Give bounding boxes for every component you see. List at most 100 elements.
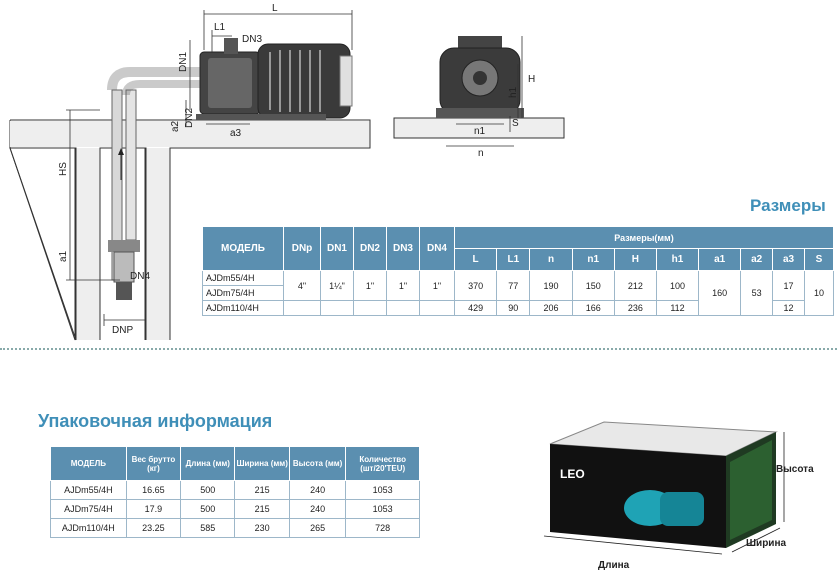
cell-a1: 160 <box>698 270 742 316</box>
cell-quantity: 1053 <box>345 499 420 519</box>
cell-width: 230 <box>234 518 290 538</box>
subheader-S: S <box>804 248 834 271</box>
cell-n1: 166 <box>571 300 615 316</box>
cell-quantity: 728 <box>345 518 420 538</box>
packing-title: Упаковочная информация <box>38 411 273 431</box>
cell-n: 190 <box>529 270 573 301</box>
subheader-a2: a2 <box>740 248 774 271</box>
cell-length: 585 <box>180 518 236 538</box>
label-DN3: DN3 <box>242 34 262 45</box>
label-H: H <box>528 74 535 85</box>
label-a1: a1 <box>58 250 69 262</box>
subheader-a1: a1 <box>698 248 742 271</box>
dimensions-title: Размеры <box>750 196 826 215</box>
cell-model: AJDm55/4H <box>50 480 127 500</box>
cell-length: 500 <box>180 499 236 519</box>
table-row: AJDm55/4H 4" 1¼" 1" 1" 1" 370 77 190 150… <box>202 270 834 316</box>
subheader-L: L <box>453 248 498 271</box>
cell-n1: 150 <box>571 270 615 301</box>
cell-dnp: 4" <box>283 270 321 301</box>
cell-height: 240 <box>288 499 347 519</box>
cell-H: 236 <box>613 300 657 316</box>
cell-S: 10 <box>804 270 834 316</box>
header-model: МОДЕЛЬ <box>50 446 127 481</box>
cell-L: 429 <box>453 300 498 316</box>
subheader-h1: h1 <box>655 248 700 271</box>
box-brand: LEO <box>560 467 585 481</box>
pump-side-view <box>196 38 353 120</box>
cell-weight: 17.9 <box>125 499 182 519</box>
header-dn1: DN1 <box>320 226 354 271</box>
cell-height: 240 <box>288 480 347 500</box>
subheader-n1: n1 <box>571 248 615 271</box>
cell-L1: 90 <box>496 300 531 316</box>
cell-width: 215 <box>234 499 290 519</box>
cell-dn2: 1" <box>353 270 387 301</box>
cell-model: AJDm55/4H <box>202 270 284 286</box>
header-length: Длина (мм) <box>180 446 236 481</box>
front-view-diagram: H h1 S n1 n <box>393 36 565 159</box>
cell-L1: 77 <box>496 270 531 301</box>
label-S: S <box>512 118 519 129</box>
header-dnp: DNp <box>283 226 321 271</box>
label-L1: L1 <box>214 22 226 33</box>
label-HS: HS <box>58 162 69 176</box>
box-height-label: Высота <box>776 464 814 475</box>
cell-a3: 17 <box>772 270 805 301</box>
table-row: AJDm55/4H 16.65 500 215 240 1053 <box>50 480 420 500</box>
cell-weight: 16.65 <box>125 480 182 500</box>
label-a2: a2 <box>170 120 181 132</box>
header-height: Высота (мм) <box>288 446 347 481</box>
cell-model: AJDm75/4H <box>50 499 127 519</box>
cell-a2: 53 <box>740 270 774 316</box>
installation-diagram: L L1 DN3 DN1 DN2 a2 a3 HS a1 DN4 DNP <box>9 3 371 341</box>
pump-front-view <box>436 36 524 118</box>
header-dn3: DN3 <box>386 226 420 271</box>
cell-weight: 23.25 <box>125 518 182 538</box>
box-illustration: LEO Высота Ширина Длина <box>543 421 814 571</box>
header-dn2: DN2 <box>353 226 387 271</box>
header-model: МОДЕЛЬ <box>202 226 284 271</box>
cell-model: AJDm110/4H <box>50 518 127 538</box>
subheader-a3: a3 <box>772 248 805 271</box>
subheader-n: n <box>529 248 573 271</box>
table-row: AJDm110/4H 23.25 585 230 265 728 <box>50 518 420 538</box>
label-a3: a3 <box>230 128 242 139</box>
label-DN4: DN4 <box>130 271 150 282</box>
cell-a3: 12 <box>772 300 805 316</box>
box-width-label: Ширина <box>746 538 786 549</box>
subheader-H: H <box>613 248 657 271</box>
dimensions-table: МОДЕЛЬ DNp DN1 DN2 DN3 DN4 Размеры(мм) L… <box>202 226 834 316</box>
label-DN2: DN2 <box>184 108 195 128</box>
cell-quantity: 1053 <box>345 480 420 500</box>
cell-h1: 100 <box>655 270 700 301</box>
label-n: n <box>478 148 484 159</box>
label-DNP: DNP <box>112 325 133 336</box>
cell-L: 370 <box>453 270 498 301</box>
cell-height: 265 <box>288 518 347 538</box>
header-gross-weight: Вес брутто (кг) <box>125 446 182 481</box>
label-L: L <box>272 3 278 14</box>
cell-dn3: 1" <box>386 270 420 301</box>
cell-H: 212 <box>613 270 657 301</box>
header-quantity: Количество (шт/20'TEU) <box>345 446 420 481</box>
section-divider <box>0 348 837 350</box>
cell-dn4: 1" <box>419 270 455 301</box>
cell-length: 500 <box>180 480 236 500</box>
label-h1: h1 <box>508 86 519 98</box>
cell-dn1: 1¼" <box>320 270 354 301</box>
packing-table: МОДЕЛЬ Вес брутто (кг) Длина (мм) Ширина… <box>50 446 420 538</box>
cell-model: AJDm110/4H <box>202 300 284 316</box>
header-width: Ширина (мм) <box>234 446 290 481</box>
table-row: AJDm75/4H 17.9 500 215 240 1053 <box>50 499 420 519</box>
cell-h1: 112 <box>655 300 700 316</box>
cell-model: AJDm75/4H <box>202 285 284 301</box>
box-length-label: Длина <box>598 560 630 571</box>
subheader-L1: L1 <box>496 248 531 271</box>
table-row: AJDm110/4H 429 90 206 166 236 112 12 <box>202 300 834 316</box>
header-sizes-group: Размеры(мм) <box>454 226 834 249</box>
label-n1: n1 <box>474 126 486 137</box>
label-DN1: DN1 <box>178 52 189 72</box>
cell-width: 215 <box>234 480 290 500</box>
cell-n: 206 <box>529 300 573 316</box>
